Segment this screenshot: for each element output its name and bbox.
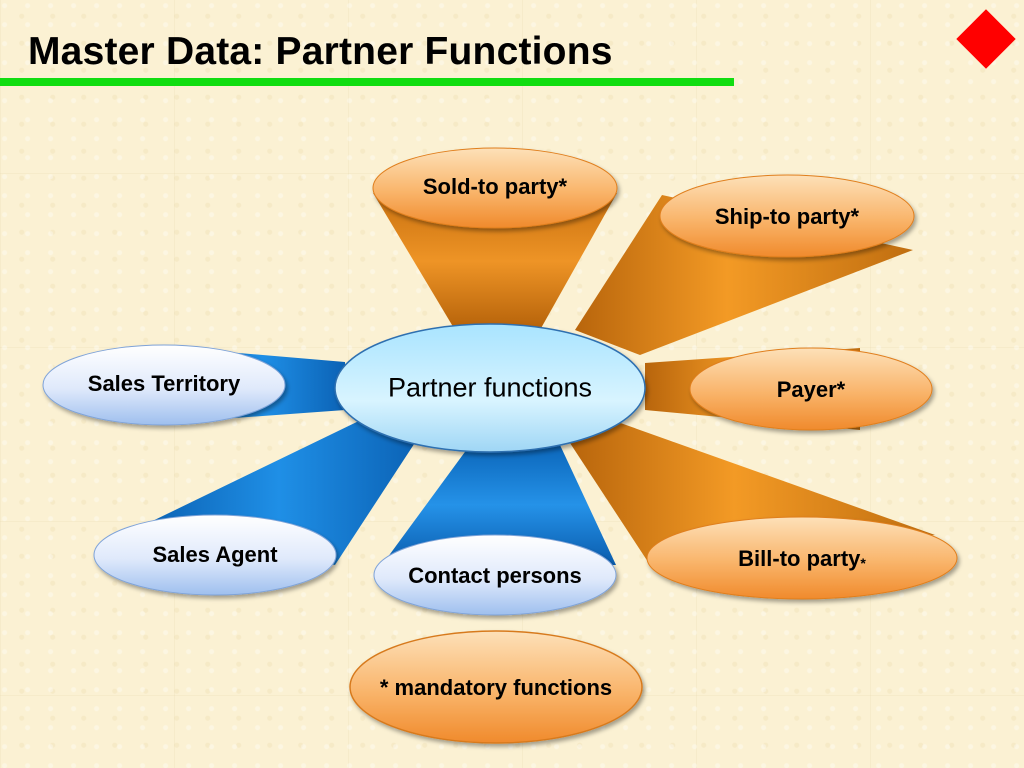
label-bill-to: Bill-to party*: [738, 546, 866, 572]
label-legend: * mandatory functions: [379, 675, 613, 700]
label-contact: Contact persons: [408, 563, 582, 588]
disc-agent: [93, 514, 337, 596]
label-payer: Payer*: [776, 377, 846, 402]
disc-legend: [349, 630, 643, 744]
disc-contact: [373, 534, 617, 616]
label-territory: Sales Territory: [87, 371, 241, 396]
cone-contact: [382, 445, 616, 565]
disc-bill-to: [646, 516, 958, 600]
label-agent: Sales Agent: [152, 542, 278, 567]
cone-sold-to: [373, 193, 617, 330]
label-sold-to: Sold-to party*: [422, 174, 568, 199]
label-bill-to-text: Bill-to party: [738, 546, 861, 571]
label-ship-to: Ship-to party*: [714, 204, 860, 229]
label-center: Partner functions: [387, 372, 593, 403]
disc-sold-to: [372, 147, 618, 229]
disc-territory: [42, 344, 286, 426]
label-bill-to-mark: *: [860, 555, 866, 571]
title-underline: [0, 78, 734, 86]
disc-payer: [689, 347, 933, 431]
disc-center: [334, 323, 646, 453]
disc-ship-to: [659, 174, 915, 258]
slide-title: Master Data: Partner Functions: [28, 30, 613, 73]
